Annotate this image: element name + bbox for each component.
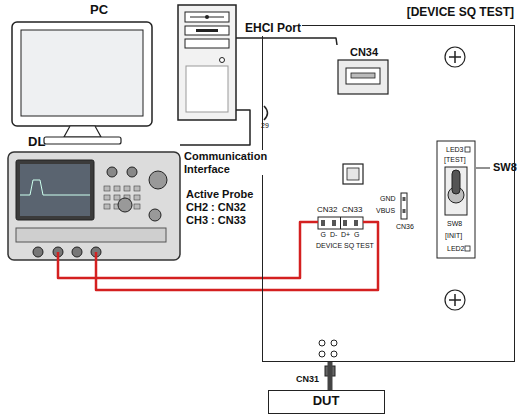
usb-cable: [236, 38, 337, 45]
connector-name: CN31: [296, 375, 319, 385]
dut-box: DUT: [268, 390, 385, 414]
board-parts: [264, 47, 490, 376]
edge-label: Communication Interface: [183, 150, 271, 175]
pin-name: GND: [380, 195, 396, 203]
callout-name: SW8: [493, 161, 517, 173]
callout-number: 29: [261, 122, 269, 130]
usb-connector: CN34: [331, 45, 397, 97]
probe-cable: [96, 222, 378, 290]
connector-name: CN32: [317, 206, 337, 215]
oscilloscope-node: DL: [8, 135, 180, 258]
node-label: [DEVICE SQ TEST]: [407, 6, 514, 19]
dut-cable: [328, 362, 333, 390]
node-label: DL: [28, 135, 45, 149]
connector-name: CN36: [396, 223, 414, 231]
probe-note: CH2 : CN32: [186, 201, 246, 213]
node-label: PC: [90, 3, 108, 17]
test-board: CN34[DEVICE SQ TEST]: [262, 25, 515, 362]
probe-note: CH3 : CN33: [186, 214, 246, 226]
pin-name: G: [321, 231, 326, 239]
pin-name: G: [354, 231, 359, 239]
oscilloscope: [8, 152, 180, 260]
communication-cable: [180, 110, 250, 145]
pin-name: D+: [341, 231, 350, 239]
pc-monitor: [12, 22, 152, 144]
edge-label: EHCI Port: [244, 22, 302, 36]
node-label: DUT: [313, 394, 340, 408]
switch-position: [INIT]: [445, 232, 462, 240]
pc-computer: PC: [10, 0, 236, 128]
led-name: LED2: [447, 245, 465, 253]
pin-name: VBUS: [376, 207, 395, 215]
led-name: LED3: [446, 146, 464, 154]
connector-name: CN33: [342, 206, 362, 215]
silk-label: DEVICE SQ TEST: [316, 242, 374, 250]
node-label: CN34: [350, 46, 397, 58]
pin-name: D-: [330, 231, 337, 239]
switch-position: [TEST]: [444, 156, 466, 164]
switch-name: SW8: [447, 220, 462, 228]
probe-note: Active Probe: [186, 188, 253, 200]
pc-tower: [178, 5, 236, 120]
